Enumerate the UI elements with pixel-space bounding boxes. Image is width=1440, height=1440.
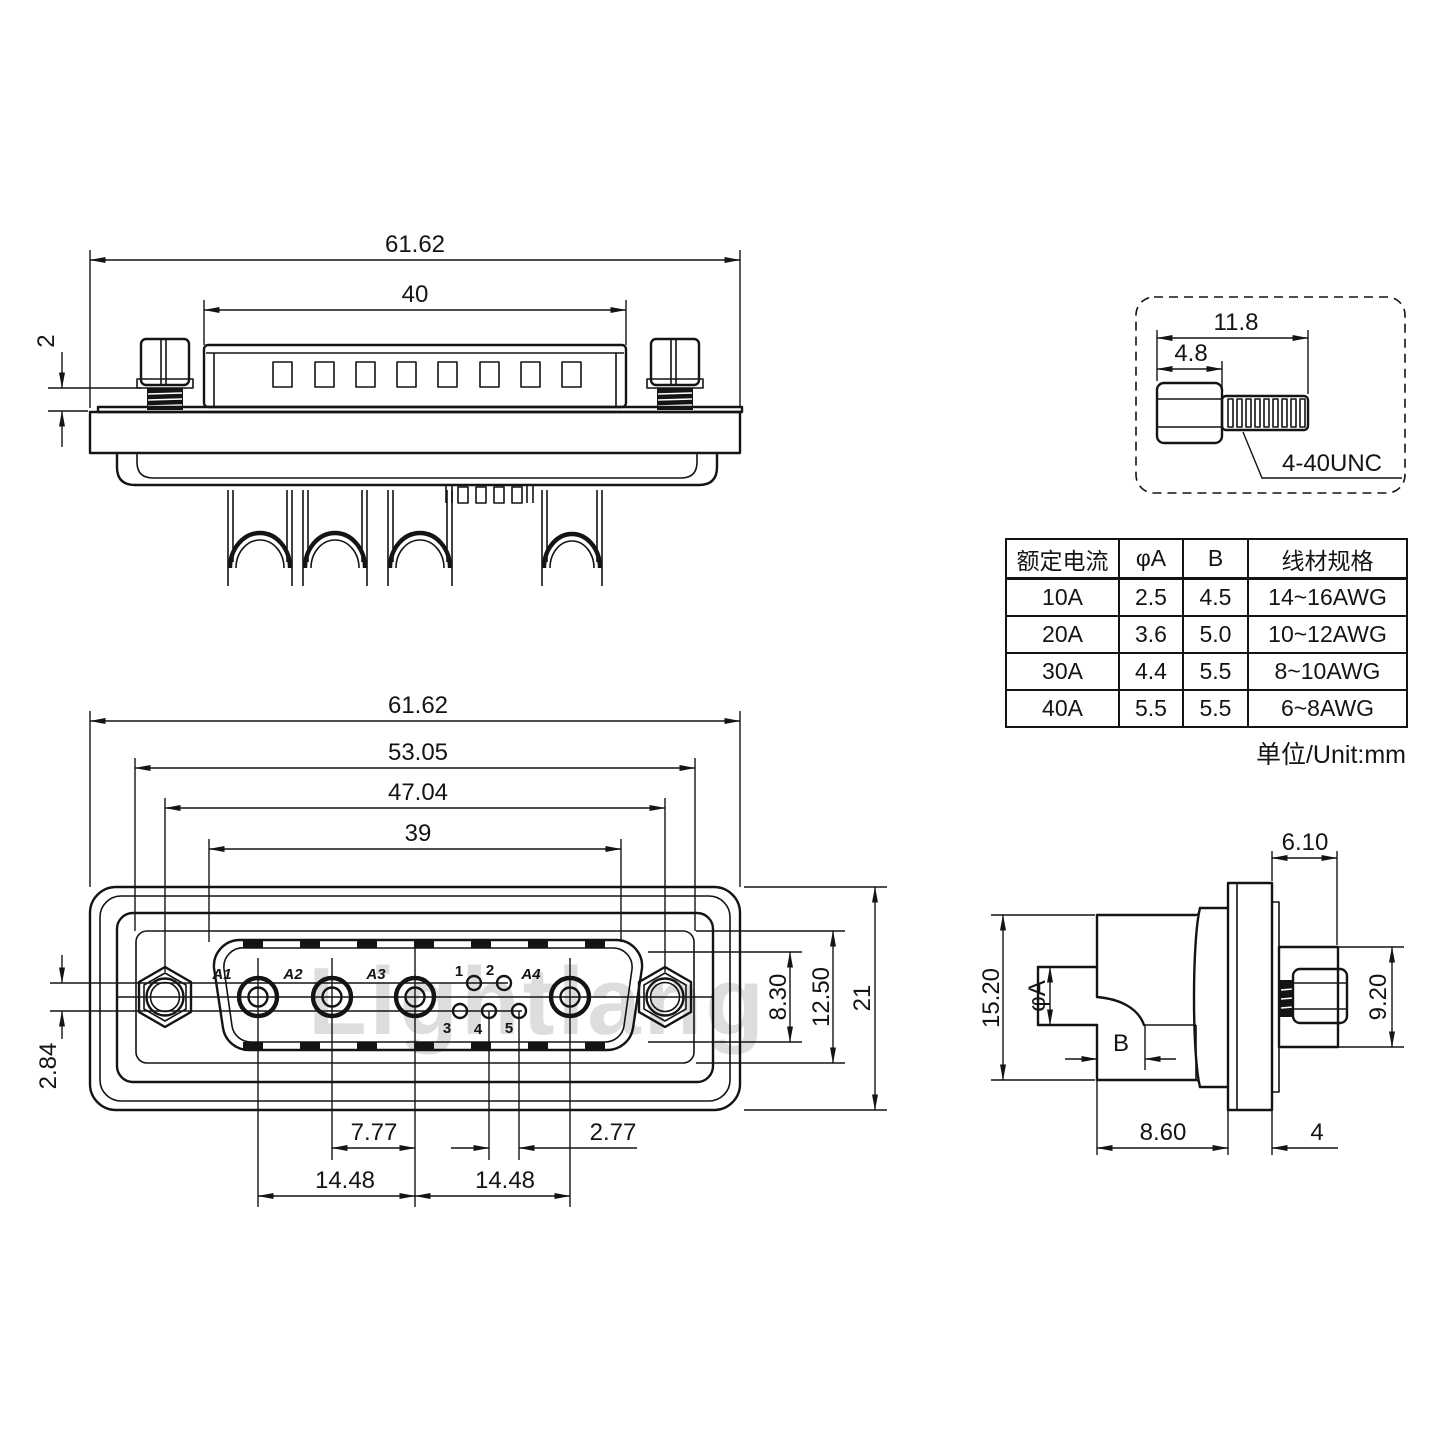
pin-label-1: 1: [455, 963, 463, 980]
side-flange: [1226, 881, 1280, 1112]
top-shell: [202, 343, 628, 409]
cell: 4.4: [1118, 652, 1184, 691]
screw-detail: 11.8 4.8 4-40UNC: [1135, 296, 1406, 494]
side-dim-protrusion: 6.10: [1271, 829, 1338, 945]
front-bottom-dims: 7.77 2.77 14.48 14.48: [257, 1119, 637, 1199]
side-dim-flange-label: 4: [1310, 1119, 1323, 1146]
side-dim-pin-dia: φA: [1024, 966, 1053, 1026]
side-body: [1095, 913, 1198, 1082]
table-row: 40A 5.5 5.5 6~8AWG: [1005, 689, 1408, 728]
front-dim-signal-pitch-label: 2.77: [590, 1119, 637, 1146]
unit-note: 单位/Unit:mm: [1255, 741, 1406, 769]
top-view: 61.62 40 2: [33, 231, 744, 586]
table-header-row: 额定电流 φA B 线材规格: [1005, 538, 1408, 580]
top-dim-standoff-label: 2: [33, 334, 60, 347]
front-dim-a3-a4-label: 14.48: [475, 1167, 535, 1194]
ground-dimples: [243, 941, 605, 1049]
pin-label-a3: A3: [365, 966, 386, 983]
side-shell: [1192, 906, 1230, 1089]
col-header-phi-a: φA: [1118, 538, 1184, 580]
right-hex-nut: [637, 965, 693, 1029]
power-pins: A1 A2 A3 A4: [211, 966, 592, 1019]
cell: 3.6: [1118, 615, 1184, 654]
signal-pins: 1 2 3 4 5: [443, 962, 528, 1038]
cell: 10~12AWG: [1247, 615, 1408, 654]
side-dim-cup-depth: B: [1065, 1030, 1176, 1062]
side-nut-assembly: [1277, 945, 1349, 1049]
screw-dim-head-label: 4.8: [1174, 340, 1207, 367]
pin-label-a4: A4: [520, 966, 541, 983]
top-dim-insert-label: 40: [402, 281, 429, 308]
side-dim-protrusion-label: 6.10: [1282, 829, 1329, 856]
side-dim-depths: 8.60 4: [1096, 1080, 1338, 1155]
front-dim-body-height-label: 21: [849, 985, 876, 1012]
cell: 40A: [1005, 689, 1120, 728]
front-left-dim: 2.84: [35, 955, 65, 1090]
cell: 10A: [1005, 577, 1120, 617]
left-jackscrew: [136, 337, 194, 410]
top-dim-standoff: 2: [33, 334, 141, 447]
top-dim-overall: 61.62: [89, 231, 741, 408]
top-flange: [88, 405, 744, 487]
power-solder-cups: [227, 490, 603, 586]
top-dim-insert: 40: [203, 281, 627, 345]
table-row: 20A 3.6 5.0 10~12AWG: [1005, 615, 1408, 654]
right-jackscrew: [646, 337, 704, 410]
cell: 30A: [1005, 652, 1120, 691]
cell: 5.5: [1182, 652, 1249, 691]
cell: 2.5: [1118, 577, 1184, 617]
front-top-dims: 61.62 53.05 47.04 39: [89, 692, 741, 972]
left-hex-nut: [137, 965, 193, 1029]
side-dim-body-height: 15.20: [978, 914, 1095, 1081]
front-dim-a1-a3-label: 14.48: [315, 1167, 375, 1194]
front-dim-insert-height-label: 12.50: [808, 967, 835, 1027]
thread-spec-label: 4-40UNC: [1282, 450, 1382, 477]
cell: 5.0: [1182, 615, 1249, 654]
col-header-wire-gauge: 线材规格: [1247, 538, 1408, 580]
col-header-b: B: [1182, 538, 1249, 580]
pin-label-3: 3: [443, 1020, 451, 1037]
cell: 14~16AWG: [1247, 577, 1408, 617]
cell: 20A: [1005, 615, 1120, 654]
cell: 5.5: [1182, 689, 1249, 728]
col-header-rated-current: 额定电流: [1005, 538, 1120, 580]
front-dim-screw-spacing-label: 47.04: [388, 779, 448, 806]
side-dim-body-depth-label: 8.60: [1140, 1119, 1187, 1146]
side-dim-bush-dia: 9.20: [1281, 946, 1404, 1048]
signal-cup-comb: [445, 485, 534, 504]
cell: 5.5: [1118, 689, 1184, 728]
side-view: 6.10 15.20 φA B 9.20: [978, 829, 1404, 1155]
side-dim-cup-depth-label: B: [1113, 1030, 1129, 1057]
top-dim-overall-label: 61.62: [385, 231, 445, 258]
spec-table: 额定电流 φA B 线材规格 10A 2.5 4.5 14~16AWG 20A …: [1005, 538, 1408, 771]
front-dim-overall-label: 61.62: [388, 692, 448, 719]
front-dim-faceplate-label: 53.05: [388, 739, 448, 766]
screw-body: [1155, 381, 1310, 445]
screw-dim-total-label: 11.8: [1214, 309, 1259, 336]
side-dim-body-height-label: 15.20: [978, 968, 1005, 1028]
front-dim-row-offset-label: 2.84: [35, 1043, 62, 1090]
pin-label-5: 5: [505, 1020, 513, 1037]
front-view: A1 A2 A3 A4 1 2 3 4 5 61.62 53.05: [35, 692, 887, 1207]
cell: 8~10AWG: [1247, 652, 1408, 691]
table-row: 10A 2.5 4.5 14~16AWG: [1005, 577, 1408, 617]
watermark-text: Lightlang: [308, 948, 767, 1055]
side-dim-bush-dia-label: 9.20: [1365, 974, 1392, 1021]
cell: 6~8AWG: [1247, 689, 1408, 728]
rated-current-table: 额定电流 φA B 线材规格 10A 2.5 4.5 14~16AWG 20A …: [1005, 538, 1408, 728]
pin-label-a1: A1: [211, 966, 231, 983]
table-row: 30A 4.4 5.5 8~10AWG: [1005, 652, 1408, 691]
front-dim-opening-height-label: 8.30: [765, 974, 792, 1021]
pin-label-a2: A2: [282, 966, 303, 983]
side-dim-pin-dia-label: φA: [1024, 980, 1051, 1012]
cell: 4.5: [1182, 577, 1249, 617]
pin-label-2: 2: [486, 962, 494, 979]
front-right-dims: 8.30 12.50 21: [648, 886, 887, 1111]
front-dim-a2-a3-label: 7.77: [351, 1119, 398, 1146]
d-shield: [212, 938, 644, 1052]
front-dim-shield-label: 39: [405, 820, 432, 847]
pin-label-4: 4: [474, 1021, 483, 1038]
